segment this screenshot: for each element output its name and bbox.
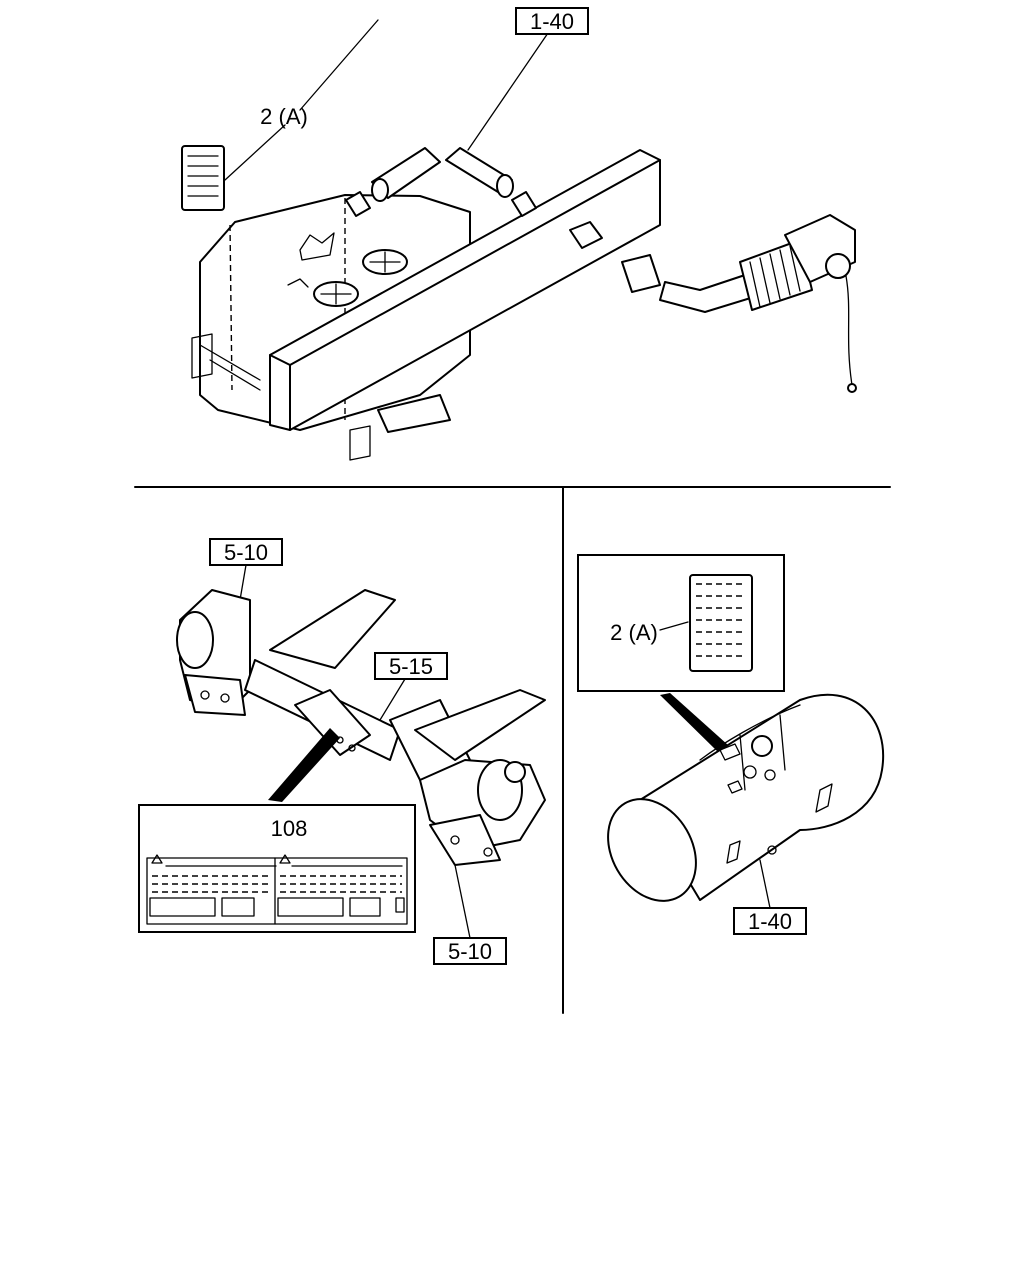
filler-pipe [569,214,857,393]
leader-bl-upper [239,564,247,601]
top-fuel-tank-assembly: 1-40 2 (A) [181,7,857,461]
leader-bl-mid [379,678,406,721]
pointer-br [660,693,728,752]
ref-text-bl-5-15: 5-15 [389,654,433,679]
fuel-tank [199,194,471,433]
label-bl-108: 108 [271,816,308,841]
leader-top-long [299,19,379,111]
label-inset-br [577,554,785,692]
ref-box-bl-5-10-lower [433,937,507,965]
ref-text-top-1-40: 1-40 [530,9,574,34]
leader-top-1-40 [467,32,549,151]
ref-box-top-1-40 [515,7,589,35]
ref-text-bl-5-10-upper: 5-10 [224,540,268,565]
label-top-2a: 2 (A) [260,104,308,129]
ref-box-bl-5-10-upper [209,538,283,566]
leader-top-2a [224,124,286,181]
leader-br-1-40 [759,859,771,909]
label-inset-bl [138,804,416,933]
decal-br [689,574,753,672]
bottom-left-crossmember: 5-10 5-15 108 [138,538,546,965]
bottom-right-air-tank: 2 (A) 1-40 [577,554,885,935]
warning-label-108 [146,854,408,925]
hoses-upper [345,147,537,217]
frame-rail [191,149,661,461]
decal-top [181,145,225,211]
ref-box-bl-5-15 [374,652,448,680]
leader-bl-lower [454,864,471,939]
label-br-2a: 2 (A) [610,620,658,645]
ref-box-br-1-40 [733,907,807,935]
ref-text-br-1-40: 1-40 [748,909,792,934]
pointer-bl [268,728,340,802]
ref-text-bl-5-10-lower: 5-10 [448,939,492,964]
leader-br-2a [659,621,689,631]
